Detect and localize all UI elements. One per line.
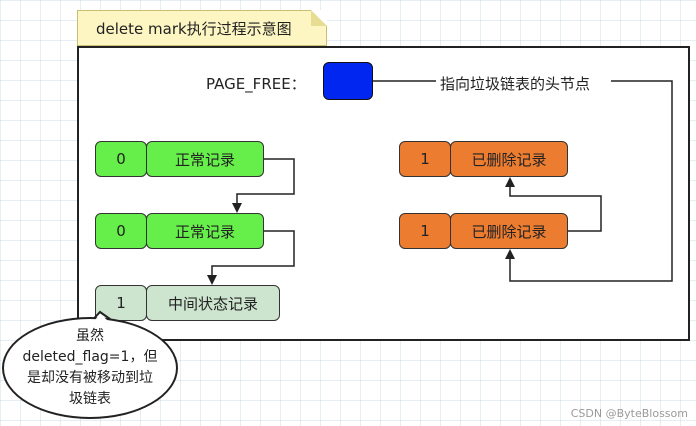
callout-line-3: 是却没有被移动到垃 xyxy=(27,370,153,386)
callout-bubble xyxy=(2,317,178,419)
arrow-deleted2-to-deleted1 xyxy=(505,177,602,232)
intermediate-record-label: 中间状态记录 xyxy=(146,285,280,321)
normal-record-2-label: 正常记录 xyxy=(146,213,264,249)
deleted-record-2-flag: 1 xyxy=(399,213,451,249)
diagram-title: delete mark执行过程示意图 xyxy=(96,20,292,38)
note-fold xyxy=(311,10,327,26)
page-free-pointer-box xyxy=(323,62,373,100)
callout-line-4: 圾链表 xyxy=(69,391,111,407)
arrow-normal1-to-normal2 xyxy=(232,158,295,213)
deleted-record-2-label: 已删除记录 xyxy=(450,213,568,249)
normal-record-1-label: 正常记录 xyxy=(146,141,264,177)
arrow-normal2-to-intermediate xyxy=(207,230,295,285)
deleted-record-1-flag: 1 xyxy=(399,141,451,177)
title-note: delete mark执行过程示意图 xyxy=(77,10,327,46)
normal-record-2-flag: 0 xyxy=(95,213,147,249)
free-list-head-label: 指向垃圾链表的头节点 xyxy=(440,75,591,93)
page-free-label: PAGE_FREE： xyxy=(206,75,306,93)
arrow-free-list-head-to-deleted2 xyxy=(373,80,673,282)
watermark: CSDN @ByteBlossom xyxy=(570,407,688,420)
callout-line-2: deleted_flag=1，但 xyxy=(22,349,158,365)
normal-record-1-flag: 0 xyxy=(95,141,147,177)
callout-text: 虽然 deleted_flag=1，但 是却没有被移动到垃 圾链表 xyxy=(2,326,178,410)
deleted-record-1-label: 已删除记录 xyxy=(450,141,568,177)
callout-line-1: 虽然 xyxy=(76,328,104,344)
